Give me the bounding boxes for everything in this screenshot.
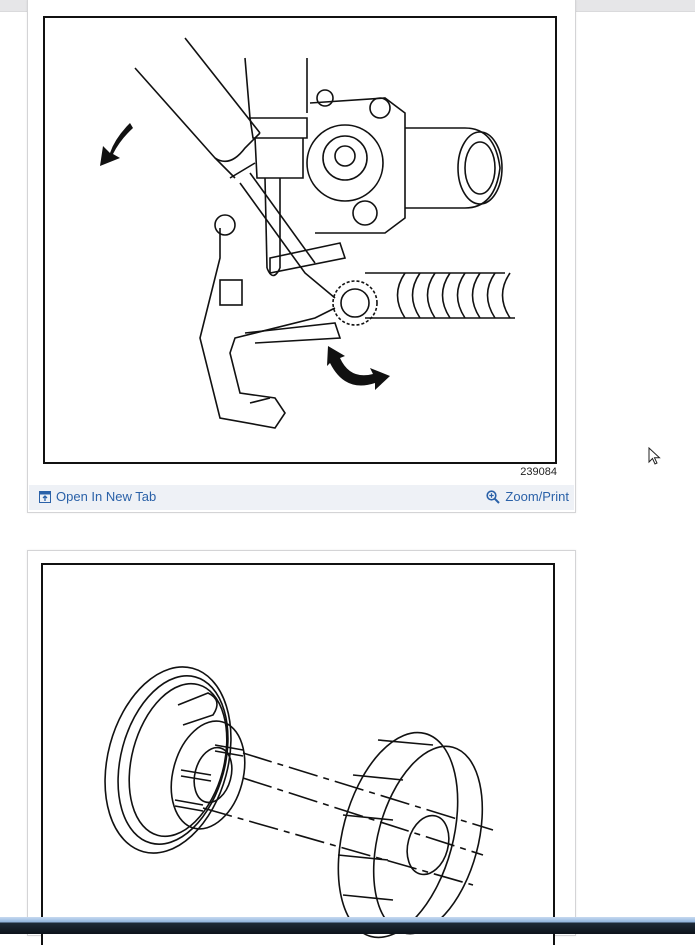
figure-image-brake-drum[interactable] bbox=[41, 563, 555, 945]
zoom-print-link[interactable]: Zoom/Print bbox=[486, 489, 569, 504]
mouse-pointer-icon bbox=[648, 447, 661, 465]
brake-drum-illustration bbox=[104, 666, 494, 939]
zoom-print-label: Zoom/Print bbox=[505, 489, 569, 504]
open-new-tab-icon bbox=[39, 490, 51, 503]
figure-action-bar: Open In New Tab Zoom/Print bbox=[29, 485, 574, 510]
figure-code: 239084 bbox=[520, 466, 557, 478]
open-in-new-tab-link[interactable]: Open In New Tab bbox=[39, 489, 156, 504]
open-in-new-tab-label: Open In New Tab bbox=[56, 489, 157, 504]
figure-card-2 bbox=[27, 550, 576, 945]
figure-image-star-wheel-adjust[interactable] bbox=[43, 16, 557, 464]
brake-adjust-illustration bbox=[100, 37, 515, 429]
os-taskbar bbox=[0, 917, 695, 934]
figure-card-1: 239084 Open In New Tab Zoom/Print bbox=[27, 0, 576, 513]
rotation-arrow-icon bbox=[327, 346, 390, 390]
magnifier-plus-icon bbox=[486, 489, 501, 504]
rotation-arrow-icon bbox=[100, 123, 133, 166]
